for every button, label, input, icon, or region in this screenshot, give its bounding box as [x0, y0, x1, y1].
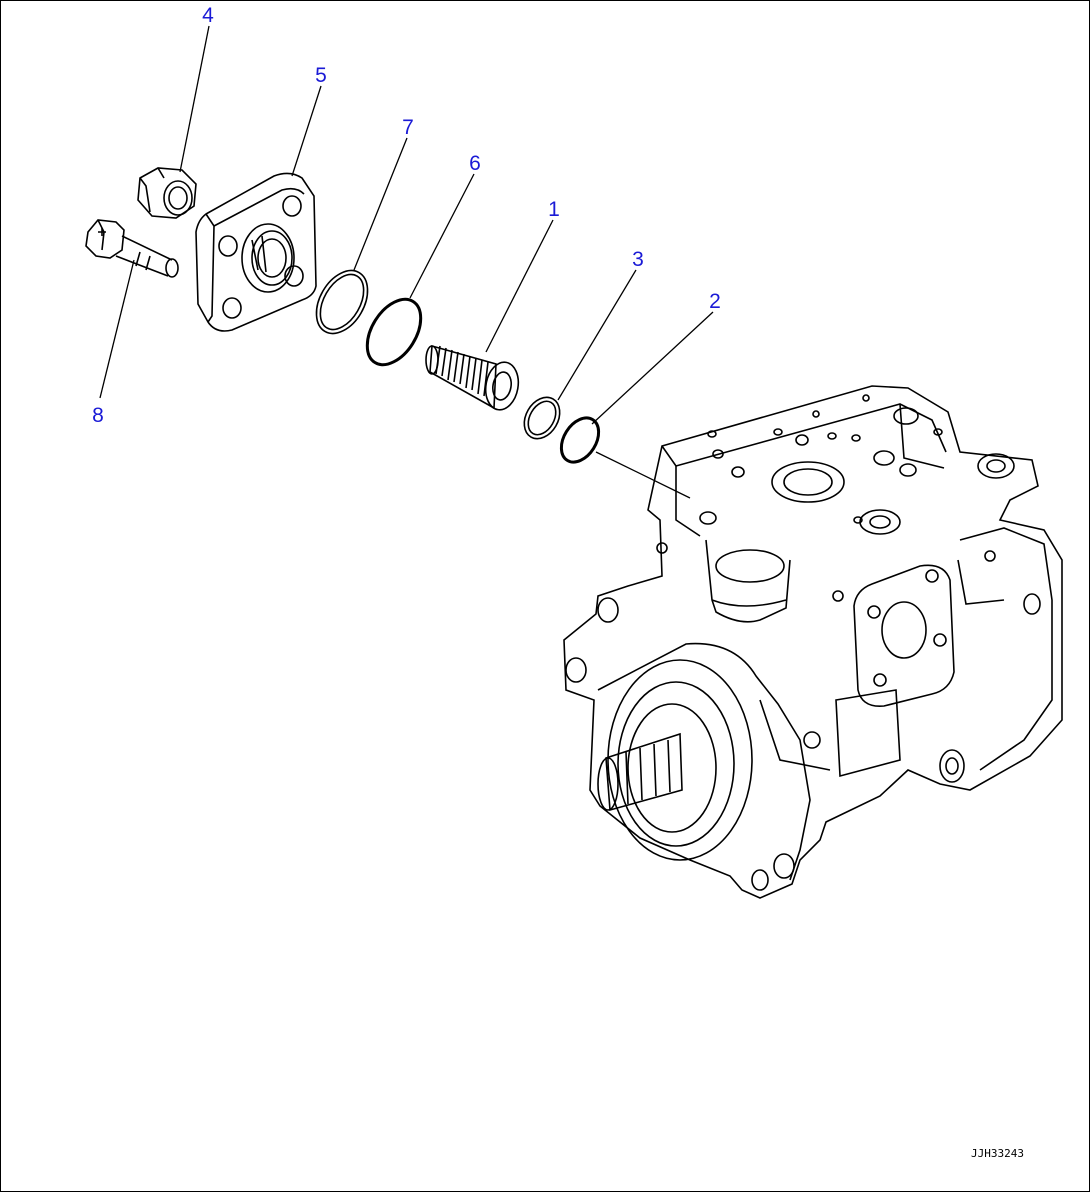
callout-1: 1 — [548, 198, 560, 221]
part-5-flange — [195, 172, 317, 332]
leader-5 — [291, 85, 322, 177]
leader-2 — [591, 311, 714, 425]
hydraulic-pump-body — [563, 385, 1063, 899]
part-4-nut — [137, 167, 197, 219]
part-6-o-ring — [365, 297, 423, 367]
callout-3: 3 — [632, 248, 644, 271]
assembly-line — [595, 451, 691, 499]
callout-6: 6 — [469, 152, 481, 175]
callout-5: 5 — [315, 64, 327, 87]
part-1-sleeve — [425, 344, 520, 411]
callout-labels: 4 5 7 6 1 3 2 8 — [92, 4, 721, 427]
leader-3 — [557, 269, 637, 401]
drawing-reference-code: JJH33243 — [971, 1147, 1024, 1160]
part-7-o-ring — [315, 269, 369, 335]
callout-2: 2 — [709, 290, 721, 313]
part-8-bolt — [85, 219, 179, 278]
callout-8: 8 — [92, 404, 104, 427]
leader-8 — [99, 259, 135, 399]
leader-1 — [485, 219, 554, 353]
leader-6 — [409, 173, 475, 299]
leader-lines — [99, 25, 714, 425]
leader-7 — [353, 137, 408, 271]
callout-7: 7 — [402, 116, 414, 139]
leader-4 — [179, 25, 210, 173]
part-3-backup-ring — [523, 396, 561, 440]
part-2-o-ring — [559, 416, 601, 464]
callout-4: 4 — [202, 4, 214, 27]
